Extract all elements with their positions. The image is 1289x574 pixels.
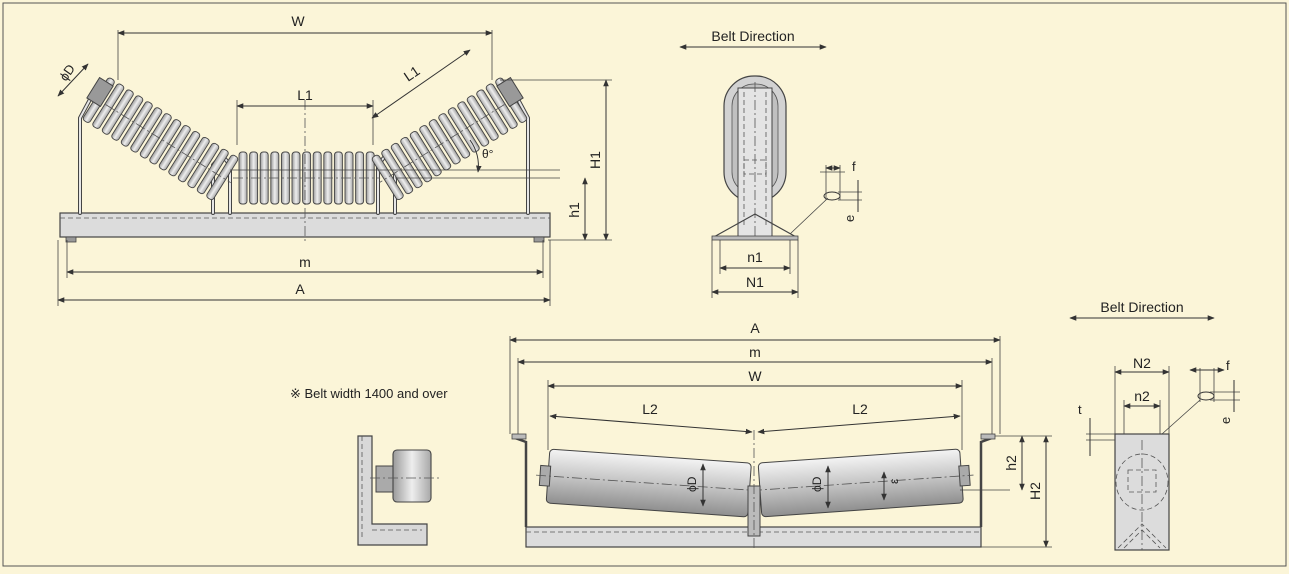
label-theta: θ°	[482, 147, 494, 161]
label-phi-d-right: ϕD	[810, 476, 824, 492]
label-f-top: f	[852, 159, 856, 174]
detail-roll	[392, 449, 432, 503]
side-view-top: Belt Direction f e n1 N1	[679, 28, 862, 298]
label-m-bottom: m	[749, 344, 761, 360]
base-plate	[711, 235, 799, 241]
label-m: m	[299, 254, 311, 270]
detail-view-small	[357, 435, 440, 546]
label-n2-inner: n2	[1134, 388, 1150, 404]
label-l1-center: L1	[297, 87, 313, 103]
label-f-bottom: f	[1226, 358, 1230, 373]
left-roll-discs	[82, 77, 239, 201]
label-h2-total: H2	[1027, 482, 1043, 500]
label-t: t	[1078, 402, 1082, 417]
center-roll-discs	[233, 151, 381, 205]
label-phi-d: ϕD	[56, 61, 78, 83]
label-e-bottom: e	[1218, 417, 1233, 424]
label-a-bottom: A	[750, 320, 760, 336]
label-n1-outer: N1	[746, 274, 764, 290]
hole-detail	[823, 191, 841, 201]
label-a: A	[295, 281, 305, 297]
label-phi-d-left: ϕD	[685, 476, 699, 492]
label-n2-outer: N2	[1133, 355, 1151, 371]
label-n1: n1	[747, 249, 763, 265]
front-view-steel-idler: ϕD ϕD ε A m W L2 L2 h2 H2	[509, 320, 1052, 550]
label-l2-right: L2	[852, 401, 868, 417]
label-h1-center: h1	[566, 202, 582, 218]
belt-direction-title: Belt Direction	[711, 28, 794, 44]
label-l2-left: L2	[642, 401, 658, 417]
label-w: W	[291, 13, 305, 29]
label-epsilon: ε	[887, 478, 901, 484]
side-view-bottom: Belt Direction N2 n2 t f e	[1069, 299, 1240, 551]
note-belt-width: ※ Belt width 1400 and over	[290, 386, 448, 401]
label-h1-total: H1	[587, 151, 603, 169]
belt-direction-title-bottom: Belt Direction	[1100, 299, 1183, 315]
label-w-bottom: W	[748, 368, 762, 384]
label-l1-side: L1	[401, 62, 423, 84]
label-h2-center: h2	[1003, 455, 1019, 471]
label-e-top: e	[842, 215, 857, 222]
front-view-rubber-disc-idler: W ϕD L1 L1 θ° H1 h1 m A	[56, 13, 612, 306]
